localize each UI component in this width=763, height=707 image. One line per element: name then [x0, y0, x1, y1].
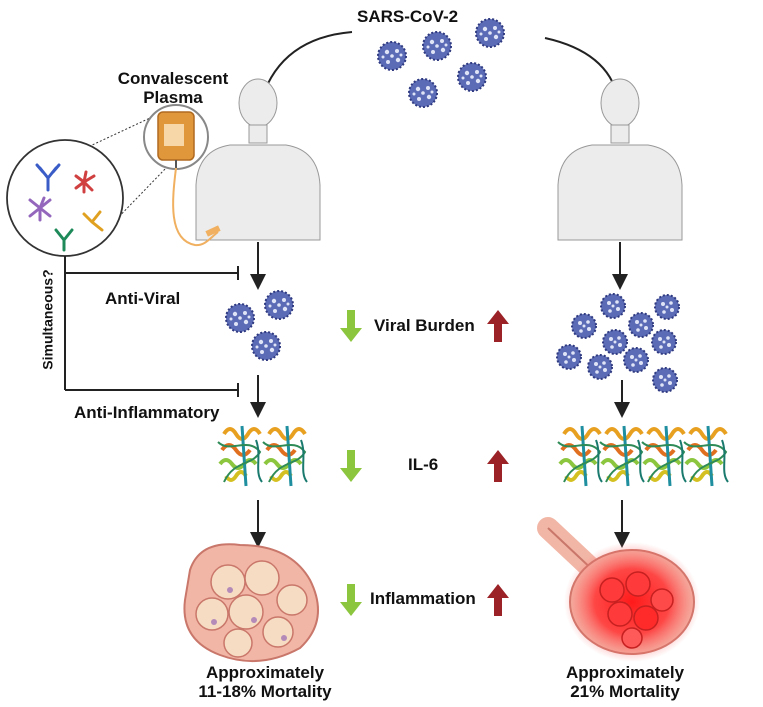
antibody-red-icon [74, 170, 96, 194]
up-arrow-icon [487, 450, 509, 482]
untreated-outcome: Approximately 21% Mortality [540, 663, 710, 701]
treatment-label-line1: Convalescent [117, 69, 229, 88]
up-arrow-icon [487, 310, 509, 342]
down-arrow-icon [340, 584, 362, 616]
row-label-il6: IL-6 [408, 455, 439, 474]
treated-virus-cluster [225, 290, 294, 361]
anti-inflammatory-label: Anti-Inflammatory [74, 403, 220, 422]
untreated-patient [557, 78, 683, 241]
untreated-outcome-line1: Approximately [565, 663, 685, 682]
untreated-virus-cluster [556, 293, 680, 393]
up-arrow-icon [487, 584, 509, 616]
antibody-orange-icon [82, 210, 104, 232]
treated-outcome-line1: Approximately [205, 663, 325, 682]
untreated-il6-proteins [556, 424, 730, 488]
row-label-inflammation: Inflammation [370, 589, 476, 608]
anti-viral-label: Anti-Viral [105, 289, 181, 308]
top-virus-cluster [377, 18, 505, 108]
row-label-viral-burden: Viral Burden [374, 316, 475, 335]
treatment-label: Convalescent Plasma [110, 69, 236, 107]
antibody-green-icon [54, 228, 74, 252]
inhibition-line-anti-viral [64, 256, 238, 390]
down-arrow-icon [340, 310, 362, 342]
treated-il6-proteins [216, 424, 309, 488]
treated-outcome-line2: 11-18% Mortality [198, 681, 332, 701]
title-label: SARS-CoV-2 [357, 7, 459, 26]
antibody-blue-icon [35, 163, 61, 192]
plasma-bag-icon [143, 104, 209, 170]
vertical-label: Simultaneous? [39, 269, 56, 370]
untreated-inflamed-alveoli [537, 517, 700, 662]
treatment-label-line2: Plasma [143, 87, 203, 107]
antibody-zoom-circle [6, 139, 124, 257]
arrow-to-treated [256, 31, 353, 106]
antibody-purple-icon [28, 196, 52, 222]
untreated-outcome-line2: 21% Mortality [570, 681, 680, 701]
down-arrow-icon [340, 450, 362, 482]
iv-connector [205, 225, 221, 237]
iv-tube [172, 167, 219, 247]
treated-outcome: Approximately 11-18% Mortality [180, 663, 350, 701]
treated-alveoli [183, 543, 319, 663]
